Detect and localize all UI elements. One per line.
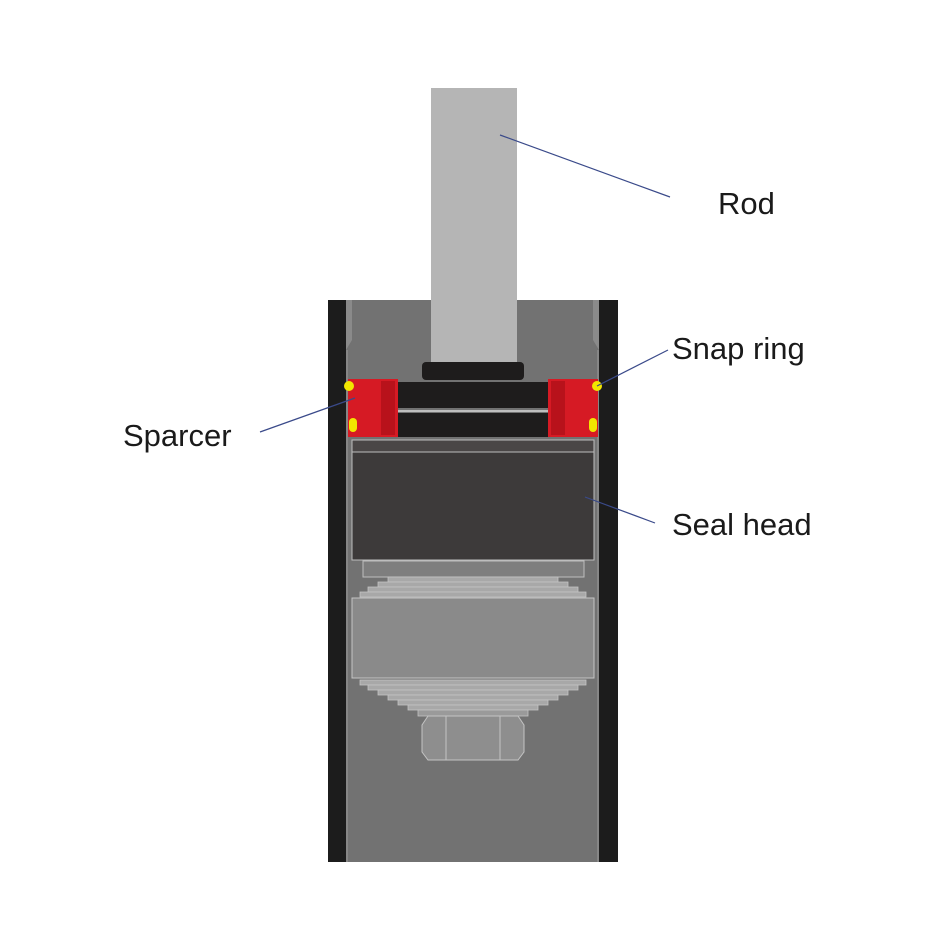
shim-lower-5	[397, 699, 549, 706]
shim-lower-3	[377, 689, 569, 696]
nut-washer	[417, 709, 529, 717]
tube-chamfer-right	[593, 300, 599, 350]
shim-lower-2	[367, 684, 579, 691]
snap-ring-left-top	[344, 381, 354, 391]
shim-upper-2	[377, 581, 569, 588]
piston	[351, 597, 595, 679]
label-spacer: Sparcer	[123, 418, 232, 453]
label-snap-ring: Snap ring	[672, 331, 805, 366]
shim-upper-3	[367, 586, 579, 593]
leader-spacer	[259, 397, 356, 433]
snap-ring-right-bottom	[589, 418, 597, 432]
spacer-right-inner	[551, 381, 565, 435]
shim-lower-4	[387, 694, 559, 701]
seal-head-top-band	[351, 439, 595, 453]
shim-upper-1	[387, 576, 559, 583]
seal-cap-body	[390, 382, 556, 408]
spacer-left-inner	[381, 381, 395, 435]
label-rod: Rod	[718, 186, 775, 221]
hex-nut	[421, 715, 525, 761]
leader-seal-head	[584, 496, 656, 524]
seal-cap-lower	[398, 413, 548, 437]
leader-rod	[499, 134, 671, 198]
shim-upper-4	[359, 591, 587, 598]
label-seal-head: Seal head	[672, 507, 812, 542]
shim-lower-6	[407, 704, 539, 711]
shim-lower-1	[359, 679, 587, 686]
tube-chamfer-left	[346, 300, 352, 350]
rod	[431, 88, 517, 373]
seal-cap-top	[422, 362, 524, 380]
seal-head	[351, 451, 595, 561]
snap-ring-left-bottom	[349, 418, 357, 432]
piston-washer	[362, 560, 585, 578]
leader-snap-ring	[596, 349, 669, 387]
